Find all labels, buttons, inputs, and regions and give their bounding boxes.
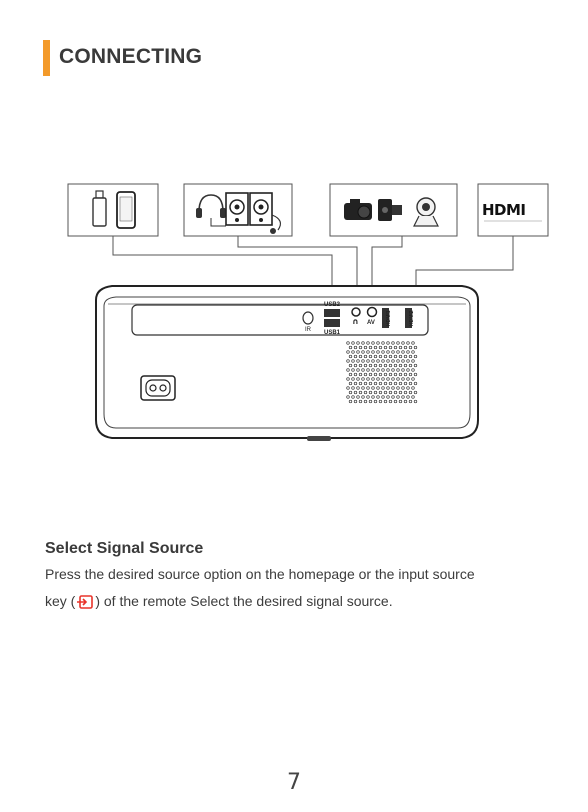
av-port bbox=[368, 308, 377, 317]
heading-accent-bar bbox=[43, 40, 50, 76]
page-number: 7 bbox=[0, 770, 588, 795]
usb2-port bbox=[324, 309, 340, 317]
audio-devices-box bbox=[184, 184, 292, 236]
instruction-text-before: key ( bbox=[45, 593, 75, 609]
instruction-text-after: ) of the remote Select the desired signa… bbox=[95, 593, 392, 609]
instruction-line-2: key ( ) of the remote Select the desired … bbox=[45, 593, 393, 609]
usb1-label: USB1 bbox=[324, 330, 341, 336]
projector-illustration: IR USB2 USB1 ∩ AV HDMI1 HDMI2 bbox=[96, 286, 478, 441]
usb1-port bbox=[324, 319, 340, 327]
power-inlet-icon bbox=[141, 376, 175, 400]
section-title: Select Signal Source bbox=[45, 540, 203, 558]
usb2-label: USB2 bbox=[324, 302, 341, 308]
hdmi2-label: HDMI2 bbox=[409, 310, 415, 326]
input-source-icon bbox=[77, 595, 93, 609]
instruction-line-1: Press the desired source option on the h… bbox=[45, 566, 475, 582]
hdmi-logo: HDMI bbox=[482, 201, 526, 219]
av-devices-box bbox=[330, 184, 457, 236]
page-title: CONNECTING bbox=[59, 45, 202, 69]
hdmi1-label: HDMI1 bbox=[386, 310, 392, 326]
usb-devices-box bbox=[68, 184, 158, 236]
connection-diagram: HDMI IR USB2 USB1 ∩ AV HDMI1 HDMI2 bbox=[0, 170, 588, 450]
smartphone-icon bbox=[117, 192, 135, 228]
hdmi-device-box: HDMI bbox=[478, 184, 548, 236]
av-label: AV bbox=[367, 320, 375, 326]
ir-label: IR bbox=[305, 327, 312, 333]
focus-wheel bbox=[307, 436, 331, 441]
headphone-label: ∩ bbox=[352, 317, 359, 326]
headphone-port bbox=[352, 308, 360, 316]
ir-sensor bbox=[303, 312, 313, 324]
